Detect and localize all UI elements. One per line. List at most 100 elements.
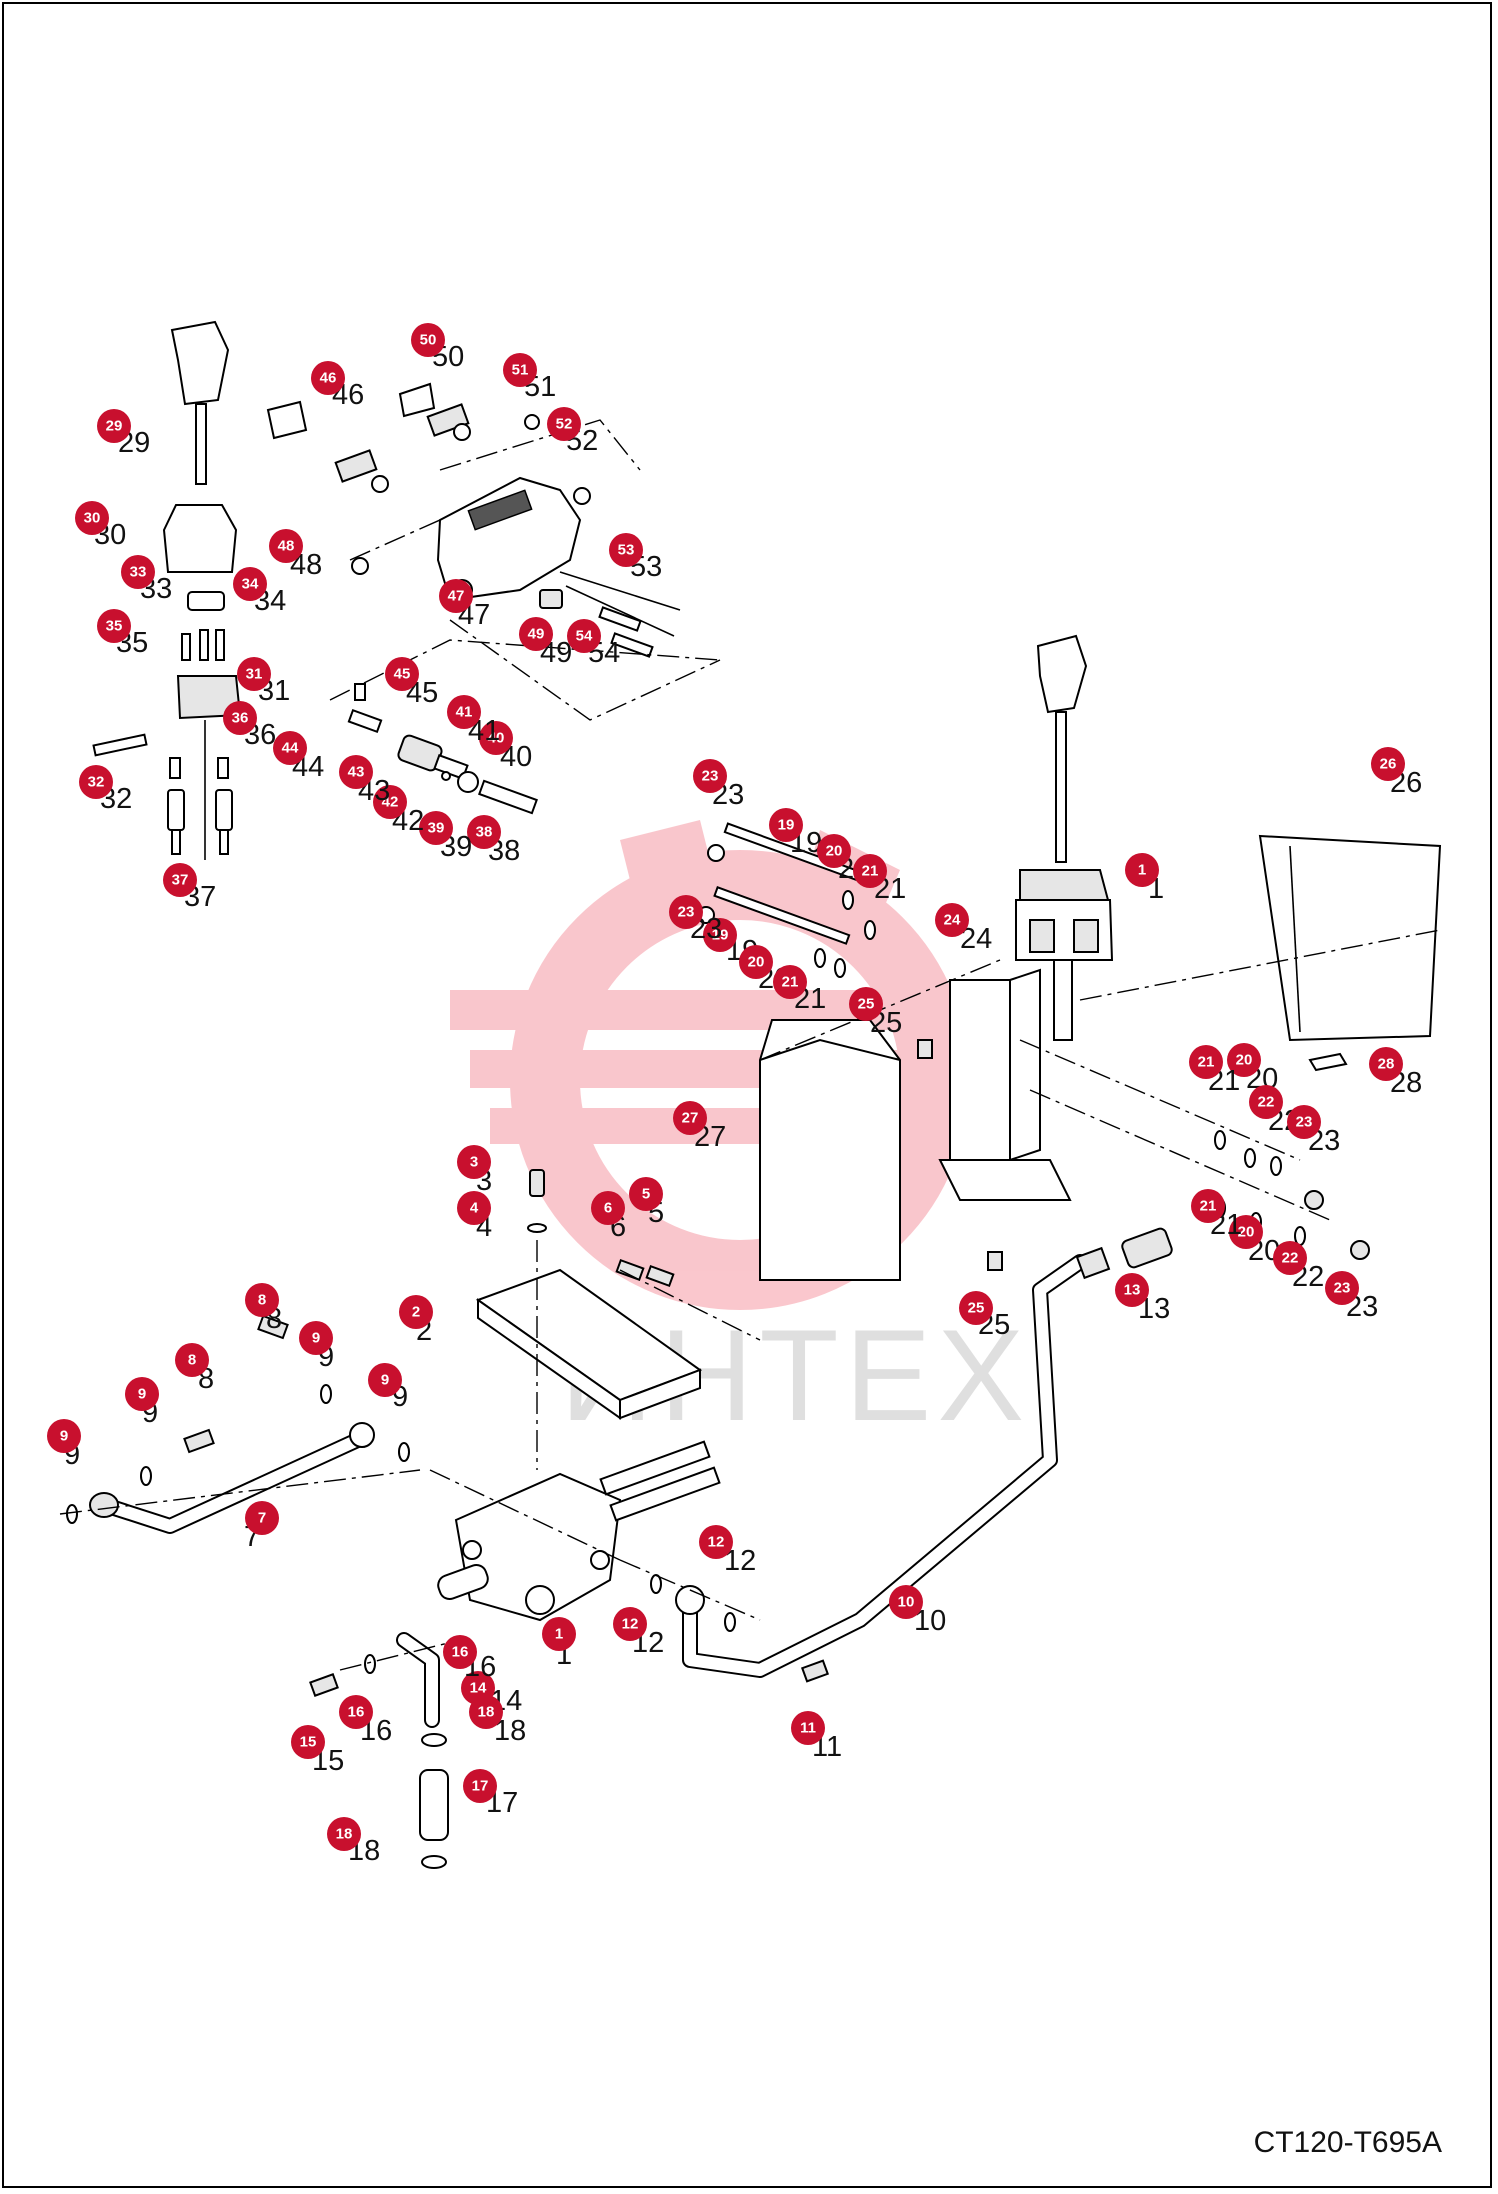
- callout-badge-23c: 23: [1287, 1105, 1321, 1139]
- callout-badge-text: 20: [826, 843, 843, 860]
- callout-badge-8a: 8: [245, 1283, 279, 1317]
- callout-badge-circle: [1227, 1043, 1261, 1077]
- callout-badge-text: 53: [618, 542, 635, 559]
- callout-badge-text: 20: [1236, 1052, 1253, 1069]
- callout-badge-16b: 16: [339, 1695, 373, 1729]
- callout-badge-43: 43: [339, 755, 373, 789]
- callout-badge-circle: [233, 567, 267, 601]
- callout-badge-18a: 18: [469, 1695, 503, 1729]
- callout-badge-22a: 22: [1249, 1085, 1283, 1119]
- callout-badge-circle: [609, 533, 643, 567]
- callout-badge-9d: 9: [47, 1419, 81, 1453]
- callout-badge-30: 30: [75, 501, 109, 535]
- callout-badge-18b: 18: [327, 1817, 361, 1851]
- callout-badge-circle: [439, 579, 473, 613]
- callout-badge-text: 35: [106, 618, 123, 635]
- callout-badge-circle: [339, 755, 373, 789]
- callout-badge-circle: [1369, 1047, 1403, 1081]
- callout-badge-24: 24: [935, 903, 969, 937]
- callout-badge-39: 39: [419, 811, 453, 845]
- callout-badge-text: 1: [1138, 862, 1146, 879]
- callout-badge-circle: [1115, 1273, 1149, 1307]
- callout-badge-circle: [245, 1501, 279, 1535]
- callout-badge-25b: 25: [959, 1291, 993, 1325]
- callout-badge-circle: [411, 323, 445, 357]
- callout-badge-circle: [613, 1607, 647, 1641]
- callout-badge-circle: [245, 1283, 279, 1317]
- callout-badge-circle: [79, 765, 113, 799]
- callout-badge-20b: 20: [739, 945, 773, 979]
- callout-badge-23b: 23: [669, 895, 703, 929]
- callout-badge-text: 45: [394, 666, 411, 683]
- callout-badge-text: 18: [336, 1826, 353, 1843]
- callout-badge-text: 44: [282, 740, 299, 757]
- callout-badge-32: 32: [79, 765, 113, 799]
- callout-badge-circle: [175, 1343, 209, 1377]
- callout-badge-text: 19: [712, 927, 729, 944]
- callout-badge-51: 51: [503, 353, 537, 387]
- callout-badge-text: 21: [862, 863, 879, 880]
- callout-badge-text: 25: [858, 996, 875, 1013]
- callout-badge-text: 16: [452, 1644, 469, 1661]
- callout-badge-text: 1: [555, 1626, 563, 1643]
- callout-badge-circle: [547, 407, 581, 441]
- callout-badge-text: 9: [138, 1386, 146, 1403]
- callout-badge-circle: [1325, 1271, 1359, 1305]
- callout-badge-circle: [1273, 1241, 1307, 1275]
- callout-badge-7: 7: [245, 1501, 279, 1535]
- callout-badge-circle: [125, 1377, 159, 1411]
- callout-badge-circle: [519, 617, 553, 651]
- callout-badge-21a: 21: [853, 854, 887, 888]
- callout-badge-text: 33: [130, 564, 147, 581]
- callout-badge-circle: [237, 657, 271, 691]
- callout-badge-50: 50: [411, 323, 445, 357]
- callout-badge-circle: [629, 1177, 663, 1211]
- joystick-handle-assembly: [92, 320, 242, 860]
- callout-badge-text: 23: [678, 904, 695, 921]
- callout-badge-34: 34: [233, 567, 267, 601]
- callout-badge-circle: [339, 1695, 373, 1729]
- callout-badge-circle: [1229, 1215, 1263, 1249]
- callout-badge-circle: [817, 834, 851, 868]
- callout-badge-text: 16: [348, 1704, 365, 1721]
- drawing-code-label: CT120-T695A: [1253, 2126, 1442, 2159]
- callout-badge-circle: [1191, 1189, 1225, 1223]
- callout-badge-circle: [479, 721, 513, 755]
- hydraulic-tubes: [59, 1227, 1173, 1869]
- callout-badge-17: 17: [463, 1769, 497, 1803]
- mounting-plate: [475, 1169, 761, 1470]
- callout-badge-38: 38: [467, 815, 501, 849]
- callout-badge-45: 45: [385, 657, 419, 691]
- callout-badge-text: 6: [604, 1200, 612, 1217]
- callout-badge-4: 4: [457, 1191, 491, 1225]
- callout-badge-text: 12: [708, 1534, 725, 1551]
- callout-badge-21c: 21: [1189, 1045, 1223, 1079]
- callout-badge-13: 13: [1115, 1273, 1149, 1307]
- callout-badge-circle: [97, 409, 131, 443]
- callout-badge-46: 46: [311, 361, 345, 395]
- callout-badge-36: 36: [223, 701, 257, 735]
- callout-badge-circle: [669, 895, 703, 929]
- callout-badge-circle: [542, 1617, 576, 1651]
- callout-badge-text: 42: [382, 794, 399, 811]
- callout-badge-circle: [121, 555, 155, 589]
- callout-badge-text: 9: [312, 1330, 320, 1347]
- callout-badge-circle: [443, 1635, 477, 1669]
- callout-badge-circle: [1125, 853, 1159, 887]
- callout-badge-3: 3: [457, 1145, 491, 1179]
- callout-badge-text: 31: [246, 666, 263, 683]
- callout-badge-text: 15: [300, 1734, 317, 1751]
- callout-badge-text: 23: [1334, 1280, 1351, 1297]
- callout-badge-20a: 20: [817, 834, 851, 868]
- callout-badge-49: 49: [519, 617, 553, 651]
- callout-badge-41: 41: [447, 695, 481, 729]
- callout-badge-text: 13: [1124, 1282, 1141, 1299]
- callout-badge-44: 44: [273, 731, 307, 765]
- callout-badge-text: 52: [556, 416, 573, 433]
- callout-badge-text: 21: [782, 974, 799, 991]
- callout-badge-circle: [853, 854, 887, 888]
- callout-badge-9c: 9: [368, 1363, 402, 1397]
- callout-badge-19a: 19: [769, 808, 803, 842]
